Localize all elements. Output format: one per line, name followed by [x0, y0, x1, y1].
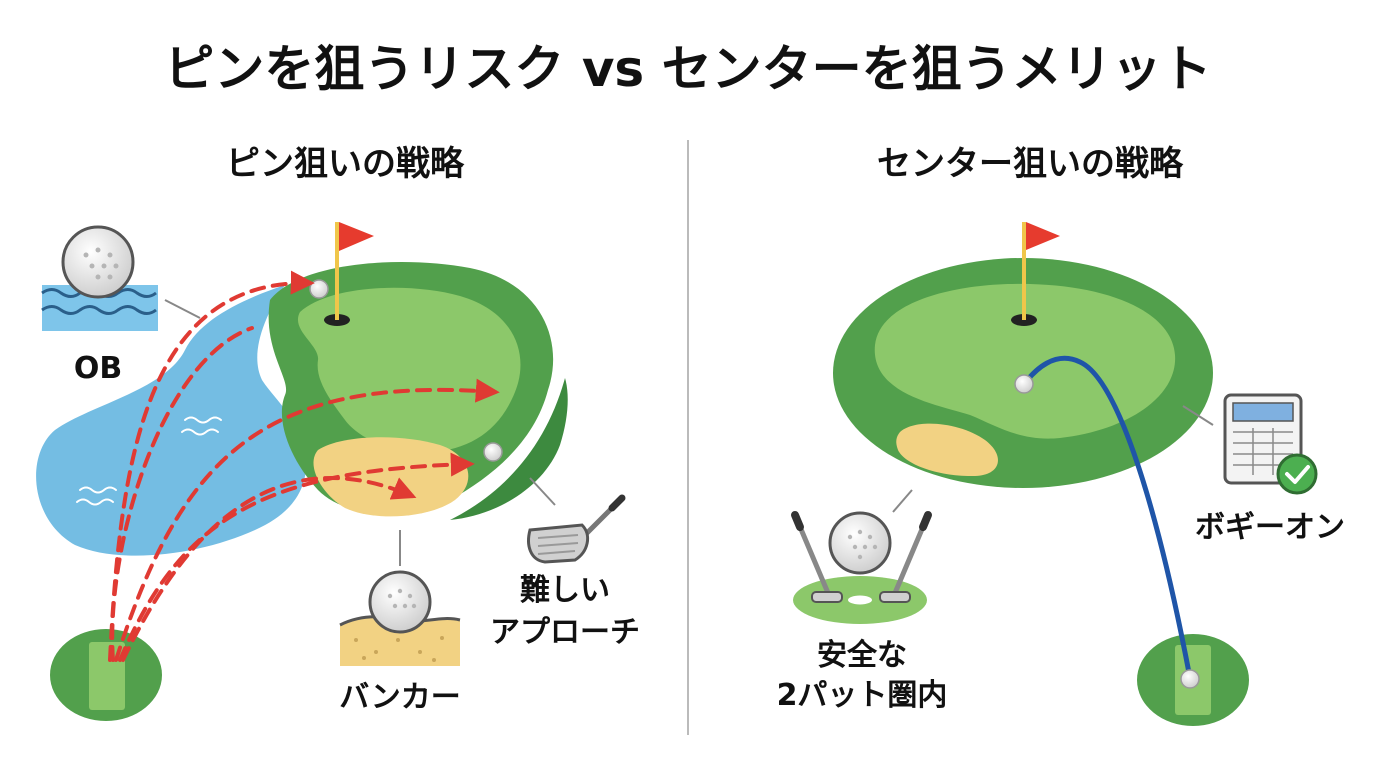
approach-leader — [529, 477, 556, 506]
ball-on-tee — [1180, 669, 1200, 689]
scorecard-check-icon — [1223, 393, 1318, 495]
label-approach-line1: 難しい — [520, 573, 610, 608]
shot-to-bunker — [121, 476, 417, 662]
safe-shot-path — [1022, 355, 1193, 681]
shot-to-pin — [108, 270, 315, 662]
label-safe-line1: 安全な — [817, 638, 907, 673]
safe-leader — [892, 489, 913, 513]
label-bogey-on: ボギーオン — [1195, 510, 1345, 545]
flag-icon — [339, 222, 374, 251]
left-green-inner — [297, 287, 521, 453]
label-approach-line2: アプローチ — [490, 615, 640, 650]
putter-ball-icon — [791, 511, 932, 624]
ball-edge — [483, 442, 503, 462]
shot-to-edge — [118, 452, 475, 662]
ob-leader — [164, 299, 201, 319]
water-ripples — [76, 416, 222, 506]
right-panel: センター狙いの戦略 ボギーオン — [777, 144, 1345, 726]
right-bunker — [896, 423, 998, 477]
right-flag — [1026, 222, 1060, 250]
left-panel-title: ピン狙いの戦略 — [226, 144, 465, 184]
label-bunker: バンカー — [339, 680, 461, 715]
right-panel-title: センター狙いの戦略 — [877, 144, 1184, 184]
right-green-inner — [874, 283, 1176, 439]
green-slope — [450, 378, 568, 520]
main-title: ピンを狙うリスク vs センターを狙うメリット — [164, 40, 1211, 98]
shot-to-back — [114, 378, 500, 662]
shot-to-water — [110, 326, 254, 662]
ball-center-green — [1014, 374, 1034, 394]
sand-ball-icon — [339, 570, 461, 666]
label-ob: OB — [74, 351, 122, 386]
water-ball-icon — [41, 225, 158, 331]
golf-iron-icon — [527, 494, 626, 564]
bogey-leader — [1182, 405, 1214, 426]
ball-near-pin — [309, 279, 329, 299]
left-bunker — [313, 437, 469, 517]
water-hazard — [36, 285, 307, 556]
left-panel: ピン狙いの戦略 — [36, 144, 640, 721]
label-safe-line2: 2パット圏内 — [777, 678, 948, 713]
risk-shot-paths — [108, 270, 500, 662]
